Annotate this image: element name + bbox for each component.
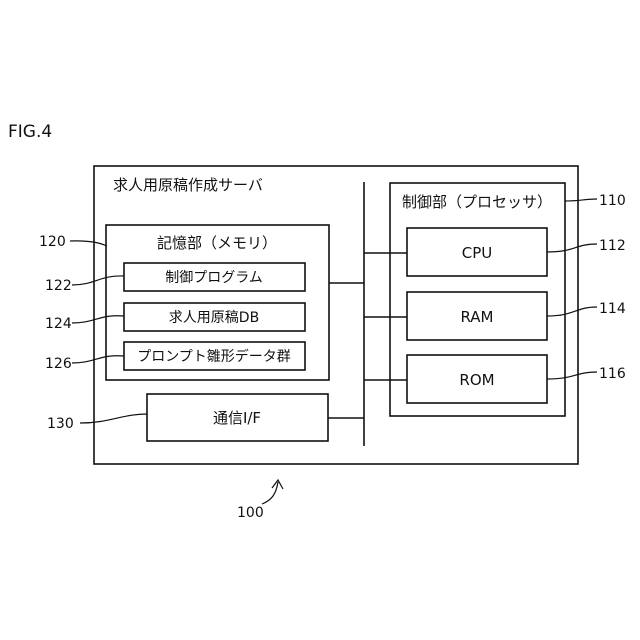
ref-116: 116 bbox=[599, 366, 626, 382]
figure-label: FIG.4 bbox=[8, 122, 52, 142]
ref-112: 112 bbox=[599, 238, 626, 254]
ref-130: 130 bbox=[47, 416, 74, 432]
ref-120: 120 bbox=[39, 234, 66, 250]
ref-124: 124 bbox=[45, 316, 72, 332]
ref-100: 100 bbox=[237, 505, 264, 521]
control-program-label: 制御プログラム bbox=[165, 270, 263, 286]
server-title: 求人用原稿作成サーバ bbox=[113, 176, 263, 194]
ref-110: 110 bbox=[599, 193, 626, 209]
comm-if-label: 通信I/F bbox=[213, 409, 261, 427]
job-draft-db-label: 求人用原稿DB bbox=[169, 310, 259, 326]
cpu-label: CPU bbox=[462, 244, 493, 262]
storage-title: 記憶部（メモリ） bbox=[157, 234, 277, 252]
leader-100 bbox=[262, 482, 278, 504]
controller-title: 制御部（プロセッサ） bbox=[402, 193, 552, 211]
ram-label: RAM bbox=[460, 308, 493, 326]
ref-114: 114 bbox=[599, 301, 626, 317]
ref-122: 122 bbox=[45, 278, 72, 294]
prompt-template-label: プロンプト雛形データ群 bbox=[137, 348, 291, 365]
ref-126: 126 bbox=[45, 356, 72, 372]
rom-label: ROM bbox=[459, 371, 494, 389]
